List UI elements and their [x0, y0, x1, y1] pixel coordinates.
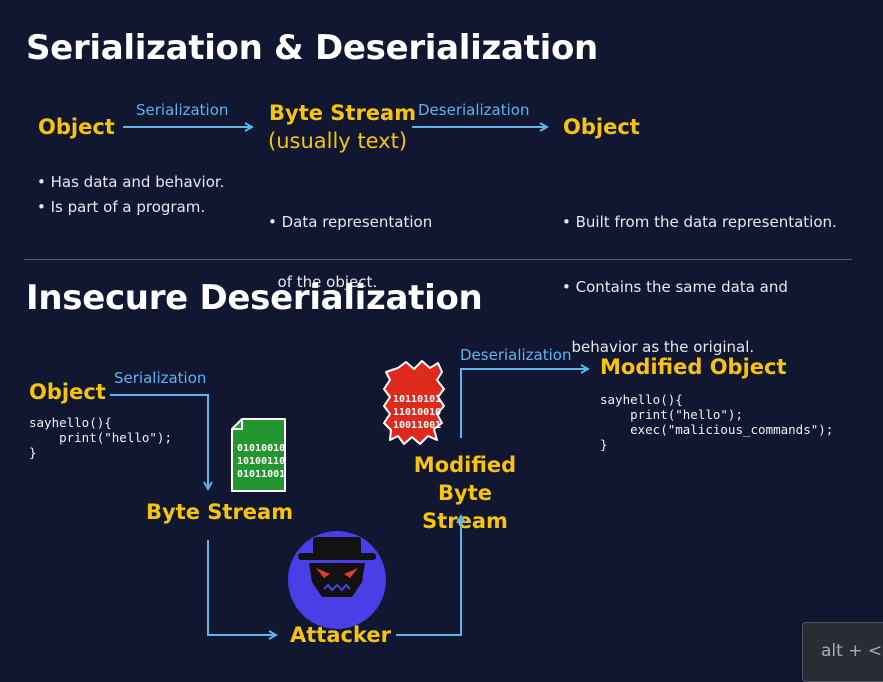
object-right-label: Object: [563, 115, 640, 139]
green-doc-line: 10100110: [237, 456, 285, 467]
section2-title: Insecure Deserialization: [26, 278, 483, 318]
modified-object-label: Modified Object: [600, 355, 787, 379]
insecure-byte-stream-label: Byte Stream: [146, 500, 294, 524]
byte-stream-sublabel: (usually text): [268, 129, 408, 153]
red-doc-line: 10011001: [393, 420, 441, 431]
serialization-label: Serialization: [136, 101, 229, 119]
bullet-item: • Is part of a program.: [37, 198, 206, 216]
bullets-left: • Has data and behavior. • Is part of a …: [37, 172, 224, 217]
modified-deserialization-arrow: [460, 369, 588, 438]
insecure-serialization-arrow: [110, 394, 208, 489]
modified-byte-stream-label: Modified Byte Stream: [398, 451, 532, 535]
deserialization-label: Deserialization: [418, 101, 530, 119]
insecure-object-label: Object: [29, 380, 106, 404]
bullets-right: • Built from the data representation. • …: [562, 172, 837, 377]
insecure-deserialization-label: Deserialization: [460, 346, 572, 364]
bullet-item: of the object.: [268, 273, 378, 291]
bullet-item: • Built from the data representation.: [562, 213, 837, 231]
bullets-middle: • Data representation of the object.: [268, 172, 432, 312]
keyboard-shortcut-hint: alt + <: [802, 622, 883, 682]
green-doc-line: 01010010: [237, 443, 285, 454]
bullet-item: • Contains the same data and: [562, 278, 788, 296]
modified-byte-stream-line1: Modified: [413, 453, 517, 477]
green-document-icon: [231, 418, 286, 492]
red-doc-line: 11010010: [393, 407, 441, 418]
attacker-icon: [288, 531, 386, 629]
object-left-label: Object: [38, 115, 115, 139]
section1-title: Serialization & Deserialization: [26, 28, 598, 68]
modified-object-code: sayhello(){ print("hello"); exec("malici…: [600, 392, 834, 452]
insecure-serialization-label: Serialization: [114, 369, 207, 387]
byte-stream-label: Byte Stream: [269, 101, 417, 125]
object-code: sayhello(){ print("hello"); }: [29, 415, 172, 460]
section-divider: [24, 259, 852, 260]
attacker-to-modified-arrow: [396, 516, 461, 636]
red-document-icon: [383, 360, 445, 445]
byte-stream-to-attacker-arrow: [207, 540, 276, 635]
bullet-item: behavior as the original.: [562, 338, 755, 356]
green-doc-line: 01011001: [237, 469, 285, 480]
bullet-item: • Has data and behavior.: [37, 173, 225, 191]
red-doc-line: 10110101: [393, 394, 441, 405]
bullet-item: • Data representation: [268, 213, 433, 231]
